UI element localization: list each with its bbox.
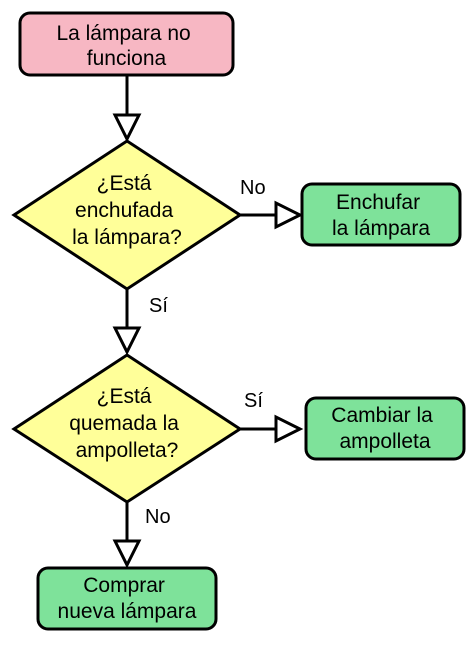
start-line-2: funciona [87,47,167,70]
action-buy-line-1: Comprar [83,574,165,597]
svg-text:¿Está enchufada la: ¿Está enchufada la lámpara? [72,172,182,249]
node-start: La lámpara no funciona [18,11,235,77]
decision-plugged-line-3: la lámpara? [72,226,182,249]
arrowhead-down-2 [112,326,142,356]
edge-label-burned-no: No [145,506,171,528]
decision-burned-line-2: quemada la [69,412,179,435]
decision-burned-diamond [11,353,243,504]
decision-plugged-line-2: enchufada [75,199,173,222]
edge-label-plugged-yes: Sí [149,295,168,317]
svg-text:¿Está quemada la a: ¿Está quemada la ampolleta? [69,385,185,462]
svg-text:Comprar nueva lámpara: Comprar nueva lámpara [58,574,197,623]
node-decision-burned: ¿Está quemada la ampolleta? [11,353,243,504]
action-buy-line-2: nueva lámpara [58,600,197,623]
action-replace-line-2: ampolleta [339,430,430,453]
start-line-1: La lámpara no [56,22,190,45]
arrowhead-down-1 [112,113,142,143]
arrowhead-down-3 [112,539,142,569]
decision-plugged-diamond [11,139,243,291]
connectors [125,76,276,541]
action-plug-line-1: Enchufar [336,191,420,214]
action-plug-box [300,182,462,247]
node-action-plug: Enchufar la lámpara [300,182,462,247]
node-decision-plugged: ¿Está enchufada la lámpara? [11,139,243,291]
decision-plugged-line-1: ¿Está [97,172,152,195]
arrowheads [112,113,304,569]
action-replace-line-1: Cambiar la [331,404,433,427]
edge-label-plugged-no: No [240,177,266,199]
node-action-replace: Cambiar la ampolleta [304,396,466,461]
action-buy-box [36,566,218,631]
node-action-buy: Comprar nueva lámpara [36,566,218,631]
start-box [18,11,235,77]
decision-burned-line-3: ampolleta? [76,439,179,462]
arrowhead-right-1 [274,200,304,230]
svg-text:Cambiar la ampolleta: Cambiar la ampolleta [331,404,438,453]
svg-text:Enchufar la lámpara: Enchufar la lámpara [332,191,430,240]
arrowhead-right-2 [274,414,304,444]
action-plug-line-2: la lámpara [332,217,430,240]
edge-label-burned-yes: Sí [244,390,263,412]
action-replace-box [304,396,466,461]
svg-text:La lámpara no funciona: La lámpara no funciona [56,22,196,70]
decision-burned-line-1: ¿Está [97,385,152,408]
